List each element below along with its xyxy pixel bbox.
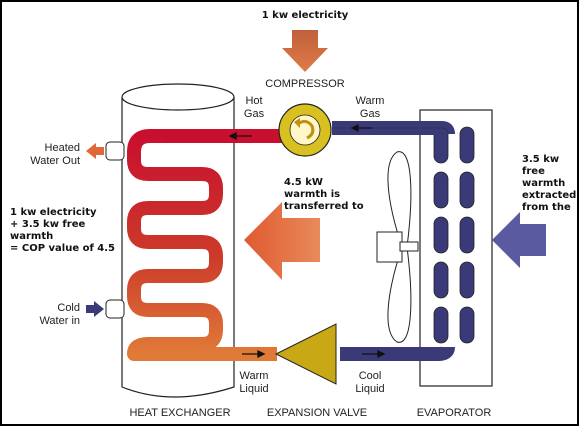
transfer-arrow: [244, 202, 320, 280]
top-electricity-label: 1 kw electricity: [261, 10, 349, 21]
expansion-valve: [274, 323, 337, 385]
warm-gas-pipe: [332, 121, 455, 136]
electricity-arrow: [282, 30, 328, 72]
warmth-in-arrow: [492, 212, 546, 268]
compressor: [278, 103, 332, 157]
water-connectors: [105, 141, 125, 319]
cold-water-in-arrow: [86, 301, 104, 317]
compressor-label: COMPRESSOR: [265, 78, 345, 90]
heat-exchanger-label: HEAT EXCHANGER: [129, 407, 231, 419]
flow-arrows: [228, 123, 386, 359]
evaporator-box: [419, 109, 493, 387]
heated-water-out-arrow: [86, 143, 104, 159]
evaporator-label: EVAPORATOR: [416, 407, 492, 419]
fan: [376, 151, 419, 343]
condenser-coil: [127, 129, 277, 361]
cool-liquid-pipe: [340, 346, 455, 361]
expansion-valve-label: EXPANSION VALVE: [266, 407, 368, 419]
